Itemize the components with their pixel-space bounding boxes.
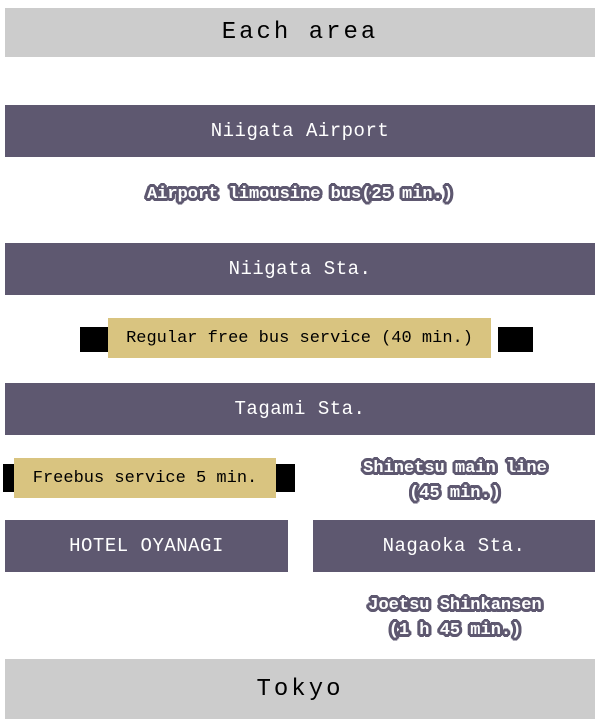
area-header-label: Each area xyxy=(221,19,379,46)
bus-bar-regular-free-bus: Regular free bus service (40 min.) xyxy=(108,318,491,358)
connector-left-freebus xyxy=(3,464,17,492)
station-bar-hotel-oyanagi: HOTEL OYANAGI xyxy=(5,520,288,572)
bus-bar-freebus: Freebus service 5 min. xyxy=(14,458,276,498)
station-label-hotel-oyanagi: HOTEL OYANAGI xyxy=(69,535,224,557)
route-label-regular-free-bus: Regular free bus service (40 min.) xyxy=(126,328,473,348)
shinetsu-line-2: (45 min.) xyxy=(409,484,501,503)
connector-right-regular-free-bus xyxy=(498,327,533,352)
connector-left-regular-free-bus xyxy=(80,327,110,352)
joetsu-line-1: Joetsu Shinkansen xyxy=(368,596,542,615)
station-label-niigata-airport: Niigata Airport xyxy=(210,120,390,142)
joetsu-line-2: (1 h 45 min.) xyxy=(388,621,522,640)
shinetsu-line-1: Shinetsu main line xyxy=(363,459,547,478)
station-bar-nagaoka-sta: Nagaoka Sta. xyxy=(313,520,595,572)
station-bar-niigata-sta: Niigata Sta. xyxy=(5,243,595,295)
route-label-airport-limousine: Airport limousine bus(25 min.) xyxy=(146,185,454,204)
route-label-freebus: Freebus service 5 min. xyxy=(32,468,258,488)
area-header-bar: Each area xyxy=(5,8,595,57)
station-label-tagami-sta: Tagami Sta. xyxy=(234,398,366,420)
station-label-nagaoka-sta: Nagaoka Sta. xyxy=(382,535,526,557)
area-bar-tokyo: Tokyo xyxy=(5,659,595,719)
station-bar-niigata-airport: Niigata Airport xyxy=(5,105,595,157)
station-bar-tagami-sta: Tagami Sta. xyxy=(5,383,595,435)
station-label-niigata-sta: Niigata Sta. xyxy=(228,258,372,280)
connector-right-freebus xyxy=(276,464,295,492)
route-label-joetsu-shinkansen: Joetsu Shinkansen (1 h 45 min.) xyxy=(310,593,600,643)
route-label-shinetsu-main-line: Shinetsu main line (45 min.) xyxy=(310,456,600,506)
area-label-tokyo: Tokyo xyxy=(256,675,344,703)
